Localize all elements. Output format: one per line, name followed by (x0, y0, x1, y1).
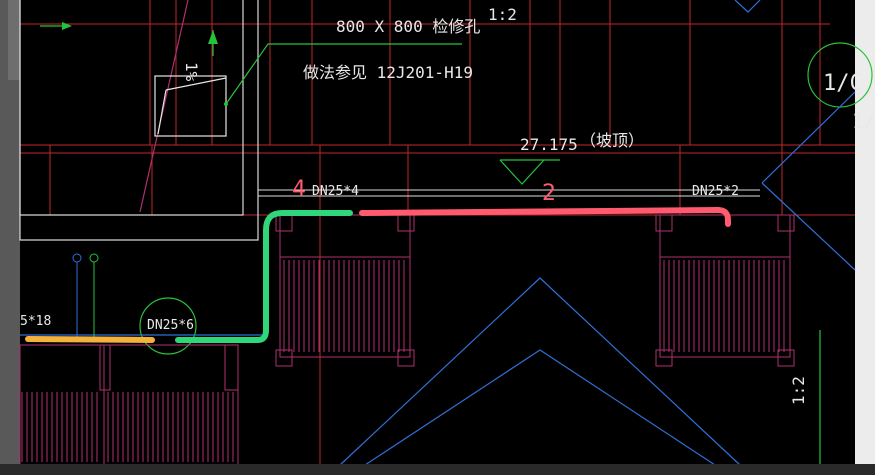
red-markup-path (359, 206, 731, 227)
axis-label-2: 1/C (852, 109, 875, 133)
elevation-note: （坡顶） (580, 131, 644, 150)
yellow-markup-path (25, 336, 155, 343)
axis-label-1: 1/C (823, 71, 863, 96)
hatch-label: 800 X 800 检修孔 (336, 17, 480, 36)
pipe-label-4: DN25*4 (312, 184, 359, 199)
pipe-label-18: 5*18 (20, 314, 51, 329)
scale-label-top: 1:2 (488, 5, 517, 24)
leader-dot (224, 102, 228, 106)
annotation-2: 2 (542, 181, 556, 206)
pipe-label-2: DN25*2 (692, 184, 739, 199)
fixture-fins (21, 260, 785, 462)
reference-note: 做法参见 12J201-H19 (303, 63, 473, 82)
green-riser (89, 253, 99, 340)
green-markup-path (175, 210, 353, 343)
roof-lines (20, 0, 856, 466)
hatch-frame (19, 0, 259, 241)
elevation-symbol (499, 159, 560, 185)
left-panel (0, 0, 20, 475)
slope-line (139, 0, 189, 213)
elevation-value: 27.175 (520, 135, 578, 154)
east-arrow (62, 22, 72, 30)
left-panel-strip (8, 0, 20, 80)
pipe-label-6: DN25*6 (147, 318, 194, 333)
scale-label-right: 1:2 (789, 376, 808, 405)
canvas-background (20, 0, 855, 466)
pipe-risers (72, 253, 82, 340)
status-strip (0, 464, 875, 475)
north-arrow (208, 30, 218, 44)
slope-label: 1% (182, 62, 201, 82)
annotation-4: 4 (292, 177, 306, 202)
rail-lines (258, 189, 760, 197)
right-panel (855, 0, 875, 475)
